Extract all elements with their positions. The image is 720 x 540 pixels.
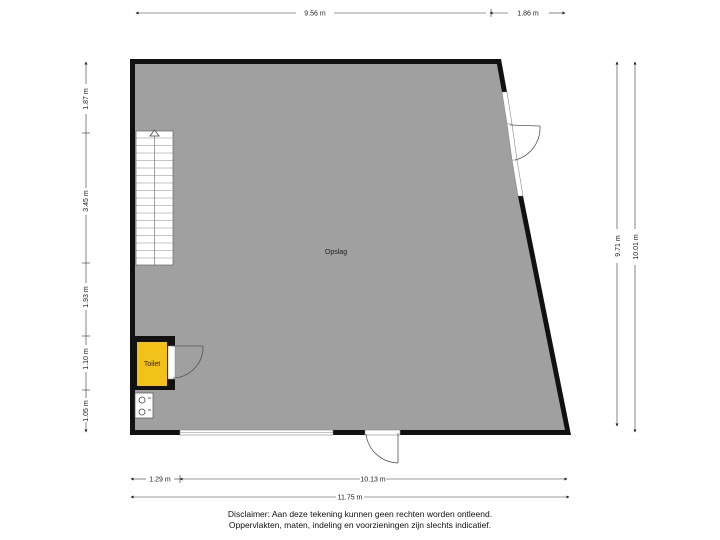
dimension-bottom (130, 475, 570, 499)
dim-left-3: 1.93 m (83, 286, 90, 308)
dim-top-left: 9.56 m (304, 11, 326, 18)
disclaimer-line-1: Disclaimer: Aan deze tekening kunnen gee… (227, 509, 493, 519)
room-label-storage: Opslag (325, 249, 347, 256)
dim-bottom-right: 10.13 m (360, 477, 385, 484)
dim-bottom-left: 1.29 m (149, 477, 171, 484)
dim-left-1: 1.87 m (83, 88, 90, 110)
stair-arrow-icon (149, 129, 160, 137)
dimension-top (135, 9, 566, 17)
dimension-right (615, 61, 637, 433)
room-label-toilet: Toilet (144, 361, 160, 368)
sink-icon (134, 392, 154, 419)
walls (130, 59, 571, 435)
dimension-left (82, 61, 90, 433)
dim-right-outer: 10.01 m (633, 234, 640, 259)
dim-left-2: 3.45 m (83, 190, 90, 212)
storage-floor (133, 62, 567, 432)
dim-right-inner: 9.71 m (615, 235, 622, 257)
dim-left-4: 1.10 m (83, 348, 90, 370)
toilet-room (133, 336, 176, 390)
staircase (135, 129, 174, 266)
disclaimer-line-2: Oppervlakten, maten, indeling en voorzie… (228, 520, 492, 530)
dim-left-5: 1.05 m (83, 400, 90, 422)
bottom-door (364, 429, 401, 464)
toilet-door (172, 345, 204, 379)
dim-top-right: 1.86 m (517, 11, 539, 18)
dim-bottom-total: 11.75 m (338, 495, 363, 502)
right-door (506, 123, 541, 161)
bottom-window (179, 429, 334, 436)
